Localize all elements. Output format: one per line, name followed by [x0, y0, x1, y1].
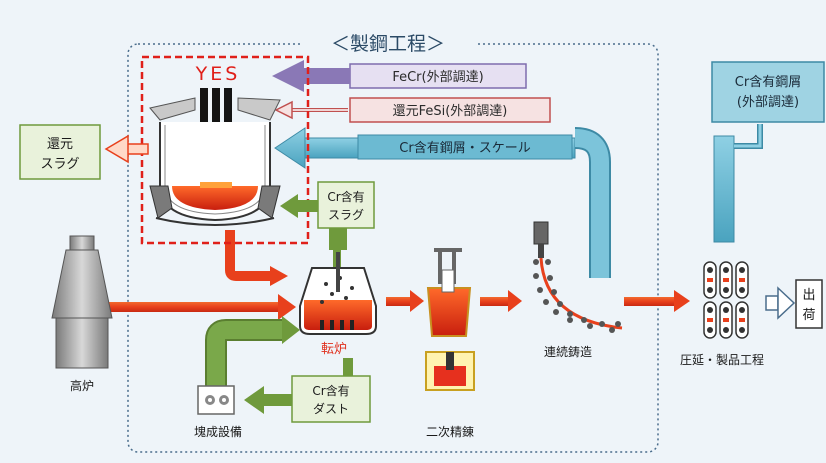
converter-label: 転炉 [321, 342, 347, 357]
blast-furnace-icon [51, 235, 113, 369]
blast-furnace-label: 高炉 [70, 378, 94, 393]
cr-dust-label-2: ダスト [313, 401, 349, 416]
fecr-label: FeCr(外部調達) [392, 70, 483, 85]
red-metal-flow [108, 230, 690, 320]
shipping-label-2: 荷 [802, 308, 815, 323]
secondary-refining-label: 二次精錬 [426, 424, 474, 439]
shipping-label-1: 出 [802, 288, 815, 303]
external-scrap-box: Cr含有鋼屑 (外部調達) [711, 61, 825, 123]
secondary-refining-icon [425, 248, 475, 391]
sintering-icon [197, 385, 235, 415]
fesi-input: 還元FeSi(外部調達) [274, 97, 551, 123]
rolling-mill-icon [703, 261, 749, 339]
fesi-label: 還元FeSi(外部調達) [393, 104, 508, 119]
reduced-slag-label-1: 還元 [47, 137, 73, 152]
rolling-label: 圧延・製品工程 [680, 352, 764, 367]
shipping-output: 出 荷 [765, 279, 823, 329]
continuous-caster-icon [533, 221, 623, 333]
yes-furnace-icon [149, 88, 281, 226]
external-scrap-label-1: Cr含有鋼屑 [735, 74, 801, 90]
scrap-scale-label: Cr含有鋼屑・スケール [399, 140, 530, 156]
cr-dust-label-1: Cr含有 [312, 383, 349, 398]
continuous-casting-label: 連続鋳造 [544, 345, 592, 359]
cr-slag-label-1: Cr含有 [327, 189, 364, 204]
fecr-input: FeCr(外部調達) [272, 60, 527, 92]
cr-slag-box: Cr含有 スラグ [280, 181, 375, 268]
cr-dust-box: Cr含有 ダスト [291, 375, 371, 423]
cr-slag-label-2: スラグ [328, 208, 364, 222]
external-scrap-label-2: (外部調達) [737, 95, 799, 110]
reduced-slag-label-2: スラグ [40, 157, 79, 172]
yes-label: YES [195, 63, 241, 85]
sintering-label: 塊成設備 [194, 424, 242, 439]
dust-recycle-flow [205, 316, 353, 414]
reduced-slag-output: 還元 スラグ [19, 124, 149, 180]
steelmaking-title: ＜製鋼工程＞ [331, 33, 445, 55]
scrap-scale-box: Cr含有鋼屑・スケール [357, 134, 573, 160]
converter-icon [299, 252, 377, 335]
